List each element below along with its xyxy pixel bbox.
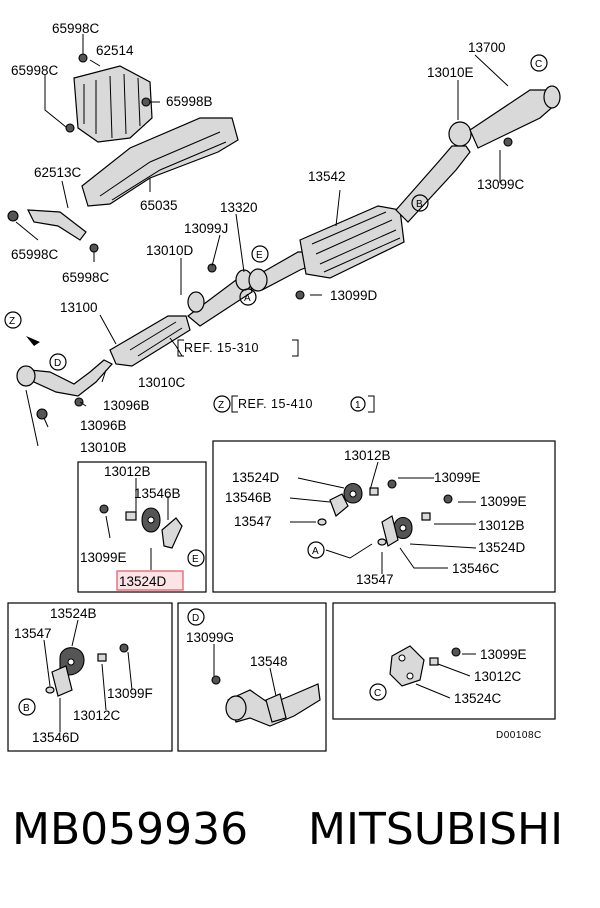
label-13700: 13700	[468, 40, 506, 55]
label-e-13524d-highlight: 13524D	[119, 574, 167, 589]
label-a-13546b: 13546B	[225, 490, 272, 505]
label-e-13099e: 13099E	[80, 550, 127, 565]
svg-text:Z: Z	[218, 400, 225, 411]
svg-text:E: E	[192, 554, 199, 565]
panel-a-parts: A	[307, 479, 453, 559]
label-a-13099e-top: 13099E	[434, 470, 481, 485]
label-65998c-left: 65998C	[11, 63, 59, 78]
panel-a	[212, 440, 556, 593]
label-65998b: 65998B	[166, 94, 213, 109]
part-number: MB059936	[12, 804, 249, 855]
label-d-13548: 13548	[250, 654, 288, 669]
panel-c	[332, 602, 556, 720]
callout-d: D	[49, 353, 67, 371]
label-c-13099e: 13099E	[480, 647, 527, 662]
label-62513c: 62513C	[34, 165, 82, 180]
callout-e: E	[251, 245, 269, 263]
label-c-13524c: 13524C	[454, 691, 502, 706]
highlighted-part-box	[116, 570, 184, 591]
label-65998c-bottom-left: 65998C	[11, 247, 59, 262]
label-65035: 65035	[140, 198, 178, 213]
svg-text:D: D	[54, 358, 62, 369]
svg-text:A: A	[312, 546, 319, 557]
svg-text:B: B	[23, 703, 30, 714]
label-13099d: 13099D	[330, 288, 378, 303]
forward-arrow-icon	[26, 336, 40, 346]
callout-d-panel: D	[187, 608, 205, 626]
panel-b-parts: B	[18, 643, 129, 716]
diagram-code: D00108C	[496, 730, 542, 741]
label-13320: 13320	[220, 200, 258, 215]
svg-text:REF. 15-410: REF. 15-410	[238, 397, 313, 411]
label-b-13524b: 13524B	[50, 606, 97, 621]
panel-e	[77, 461, 207, 593]
callout-a: A	[239, 288, 257, 306]
label-a-13524d: 13524D	[232, 470, 280, 485]
label-a-13524d-right: 13524D	[478, 540, 526, 555]
svg-text:REF. 15-310: REF. 15-310	[184, 341, 259, 355]
svg-text:B: B	[416, 199, 423, 210]
callout-z: Z	[4, 311, 22, 329]
label-e-13012b: 13012B	[104, 464, 151, 479]
reference-15-310: REF. 15-310	[177, 339, 299, 357]
exhaust-parts-diagram: 65998C 62514 65998C 65998B 62513C 65035 …	[4, 21, 561, 752]
label-65998c-bottom: 65998C	[62, 270, 110, 285]
label-b-13546d: 13546D	[32, 730, 80, 745]
panel-c-parts: C	[369, 645, 461, 701]
label-13542: 13542	[308, 169, 346, 184]
label-13099c: 13099C	[477, 177, 525, 192]
svg-text:D: D	[192, 613, 200, 624]
callout-c: C	[530, 54, 548, 72]
panel-d-parts	[211, 675, 321, 727]
heat-shield-group	[7, 53, 239, 253]
label-b-13547: 13547	[14, 626, 52, 641]
label-a-13546c: 13546C	[452, 561, 500, 576]
svg-text:E: E	[256, 250, 263, 261]
label-e-13546b: 13546B	[134, 486, 181, 501]
svg-text:C: C	[535, 59, 543, 70]
label-13010d: 13010D	[146, 243, 194, 258]
svg-text:1: 1	[355, 400, 361, 411]
panel-b	[7, 602, 173, 752]
label-13096b-2: 13096B	[80, 418, 127, 433]
label-d-13099g: 13099G	[186, 630, 234, 645]
label-b-13012c: 13012C	[73, 708, 121, 723]
svg-text:A: A	[244, 293, 251, 304]
label-65998c-top: 65998C	[52, 21, 100, 36]
label-a-13547-bottom: 13547	[356, 572, 394, 587]
callout-b: B	[411, 194, 429, 212]
label-62514: 62514	[96, 43, 134, 58]
panel-d	[177, 602, 327, 752]
brand-name: MITSUBISHI	[308, 804, 564, 855]
label-a-13547: 13547	[234, 514, 272, 529]
callout-z-ref: Z	[213, 395, 231, 413]
label-c-13012c: 13012C	[474, 669, 522, 684]
exhaust-line	[16, 85, 561, 420]
caption: MB059936 MITSUBISHI	[0, 800, 600, 880]
label-13099j: 13099J	[184, 221, 228, 236]
svg-text:Z: Z	[9, 316, 16, 327]
label-a-13012b-right: 13012B	[478, 518, 525, 533]
label-13010b: 13010B	[80, 440, 127, 455]
label-b-13099f: 13099F	[107, 686, 153, 701]
svg-text:C: C	[374, 688, 382, 699]
label-13096b-1: 13096B	[103, 398, 150, 413]
label-a-13012b: 13012B	[344, 448, 391, 463]
reference-15-410: REF. 15-410 1	[231, 395, 375, 413]
panel-e-parts: E	[99, 504, 205, 567]
label-13100: 13100	[60, 300, 98, 315]
label-a-13099e-right: 13099E	[480, 494, 527, 509]
label-13010e: 13010E	[427, 65, 474, 80]
label-13010c: 13010C	[138, 375, 186, 390]
